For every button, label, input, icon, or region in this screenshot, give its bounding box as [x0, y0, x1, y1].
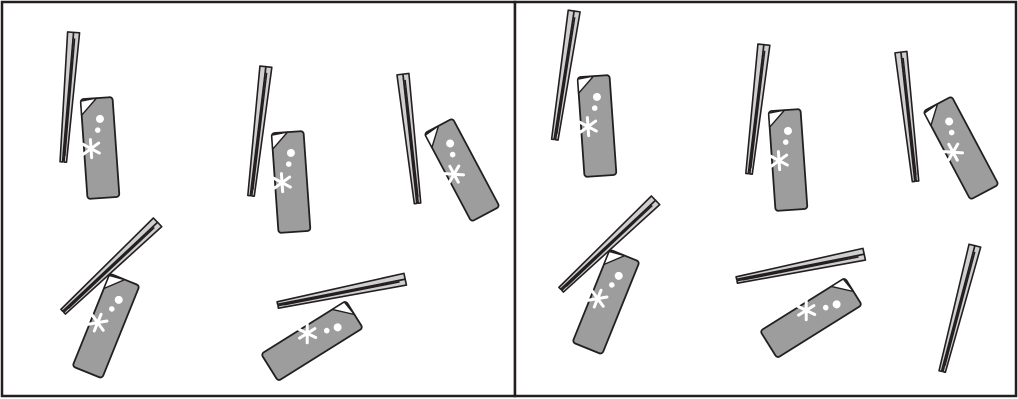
left-panel: [2, 2, 515, 396]
